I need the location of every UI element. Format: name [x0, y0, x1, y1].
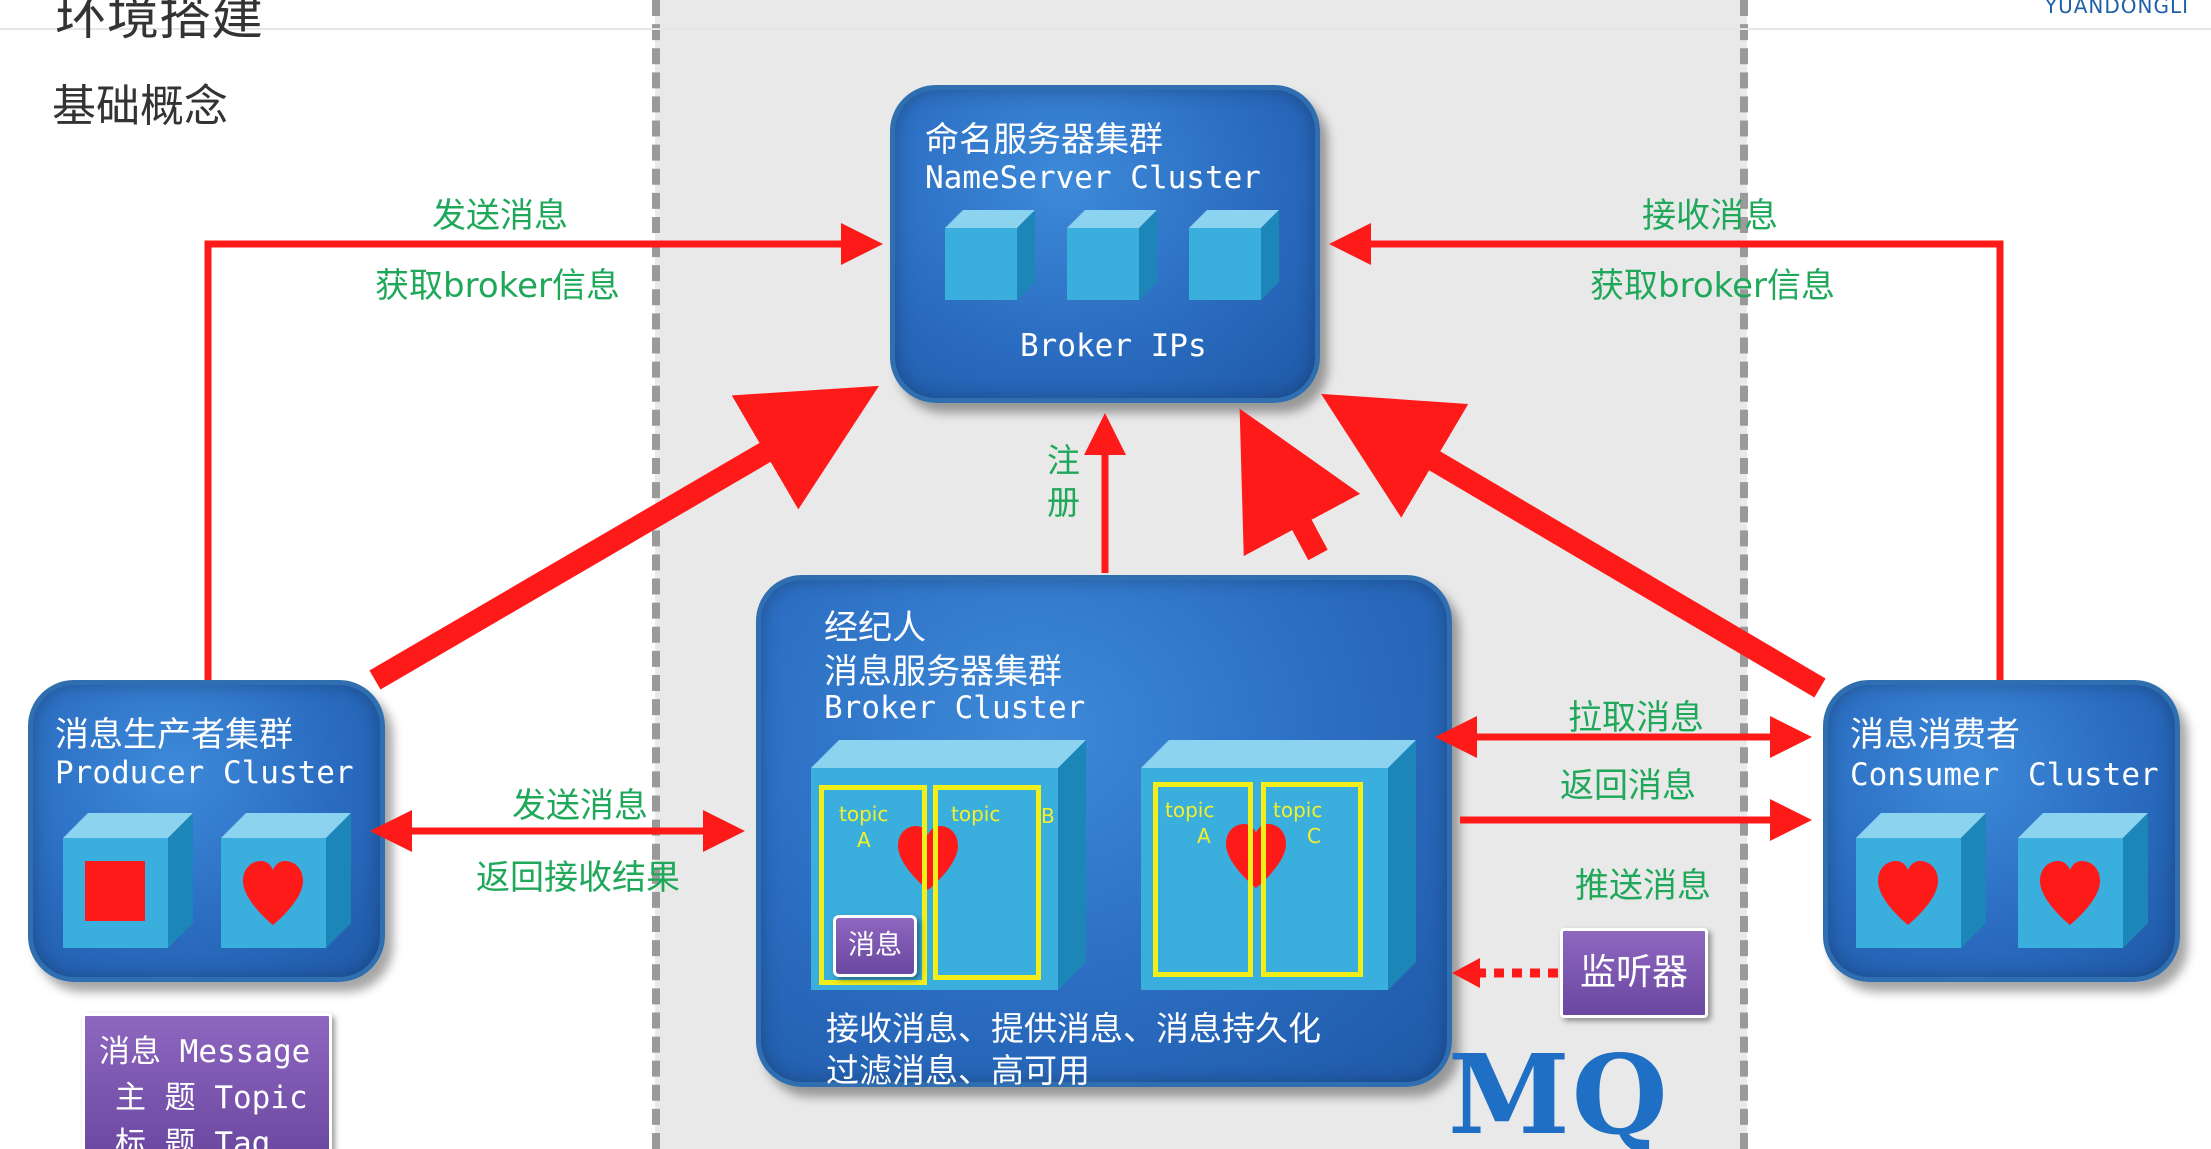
broker-features-line2: 过滤消息、高可用	[826, 1051, 1090, 1090]
producer-title-cn: 消息生产者集群	[55, 715, 293, 755]
heart-icon	[898, 826, 958, 890]
consumer-title-en-1: Consumer	[1850, 757, 2000, 793]
legend-tag: 标 题 Tag	[115, 1126, 271, 1149]
nameserver-broker-ips: Broker IPs	[1020, 328, 1207, 364]
square-icon	[85, 861, 145, 921]
heart-icon	[1878, 861, 1938, 925]
arrow-producer-heartbeat	[369, 385, 880, 690]
label-return-message: 返回消息	[1560, 766, 1696, 806]
mq-logo: MQ	[1448, 1030, 1670, 1149]
topic-partition	[933, 785, 1041, 980]
arrow-broker-heartbeat	[1239, 408, 1361, 561]
right-zone-divider	[1740, 0, 1748, 1149]
heart-icon	[243, 861, 303, 925]
producer-node-cube	[221, 813, 351, 952]
nameserver-cluster-box: 命名服务器集群 NameServer Cluster Broker IPs	[890, 85, 1320, 403]
label-send-message-mid: 发送消息	[512, 786, 648, 826]
label-register: 注册	[1047, 441, 1080, 522]
broker-title-en: Broker Cluster	[824, 690, 1086, 726]
label-return-receive-result: 返回接收结果	[476, 858, 680, 898]
consumer-title-cn: 消息消费者	[1850, 715, 2020, 755]
legend-topic: 主 题 Topic	[115, 1080, 308, 1116]
consumer-title-en-2: Cluster	[2028, 757, 2159, 793]
left-zone-divider	[652, 0, 660, 1149]
heart-icon	[2040, 861, 2100, 925]
arrow-producer-to-nameserver	[204, 223, 883, 680]
topic-partition	[819, 785, 927, 985]
label-get-broker-info-right: 获取broker信息	[1590, 266, 1835, 306]
label-push-message: 推送消息	[1575, 866, 1711, 906]
nameserver-node-cube	[1067, 210, 1157, 304]
topic-partition	[1153, 782, 1253, 977]
message-tag: 消息	[833, 915, 917, 977]
topic-sub-label: B	[1041, 804, 1055, 828]
message-topic-tag-legend: 消息 Message 主 题 Topic 标 题 Tag	[82, 1013, 332, 1149]
topic-label: topic	[1273, 798, 1323, 822]
nameserver-node-cube	[945, 210, 1035, 304]
label-send-message-top: 发送消息	[432, 196, 568, 236]
slide-title: 环境搭建	[55, 0, 264, 47]
legend-message: 消息 Message	[99, 1034, 311, 1070]
nameserver-node-cube	[1189, 210, 1279, 304]
slide-header: 环境搭建 YUANDONGLI	[0, 0, 2211, 47]
section-title: 基础概念	[52, 81, 228, 132]
topic-sub-label: A	[857, 828, 871, 852]
consumer-cluster-box: 消息消费者 Consumer Cluster	[1823, 680, 2180, 982]
topic-partition	[1261, 782, 1363, 977]
topic-sub-label: C	[1307, 824, 1321, 848]
producer-node-cube	[63, 813, 193, 952]
brand-logo-text: YUANDONGLI	[2044, 0, 2189, 18]
label-get-broker-info-left: 获取broker信息	[375, 266, 620, 306]
broker-title-cn: 消息服务器集群	[824, 652, 1062, 692]
nameserver-title-en: NameServer Cluster	[925, 160, 1261, 196]
consumer-node-cube	[1856, 813, 1986, 952]
listener-box: 监听器	[1560, 928, 1708, 1018]
nameserver-title-cn: 命名服务器集群	[925, 120, 1163, 160]
producer-title-en: Producer Cluster	[55, 755, 354, 791]
broker-title-role: 经纪人	[824, 608, 926, 648]
producer-cluster-box: 消息生产者集群 Producer Cluster	[28, 680, 385, 982]
arrow-listener-head	[1452, 958, 1480, 988]
consumer-node-cube	[2018, 813, 2148, 952]
label-receive-message-top: 接收消息	[1642, 196, 1778, 236]
label-pull-message: 拉取消息	[1568, 698, 1704, 738]
arrow-consumer-heartbeat	[1321, 393, 1826, 698]
topic-label: topic	[839, 802, 889, 826]
topic-sub-label: A	[1197, 824, 1211, 848]
broker-features-line1: 接收消息、提供消息、消息持久化	[826, 1009, 1321, 1048]
topic-label: topic	[1165, 798, 1215, 822]
heart-icon	[1226, 824, 1286, 888]
arrow-consumer-to-nameserver	[1329, 223, 2004, 680]
topic-label: topic	[951, 802, 1001, 826]
broker-cluster-box: 经纪人 消息服务器集群 Broker Cluster topic A topic…	[756, 575, 1452, 1090]
